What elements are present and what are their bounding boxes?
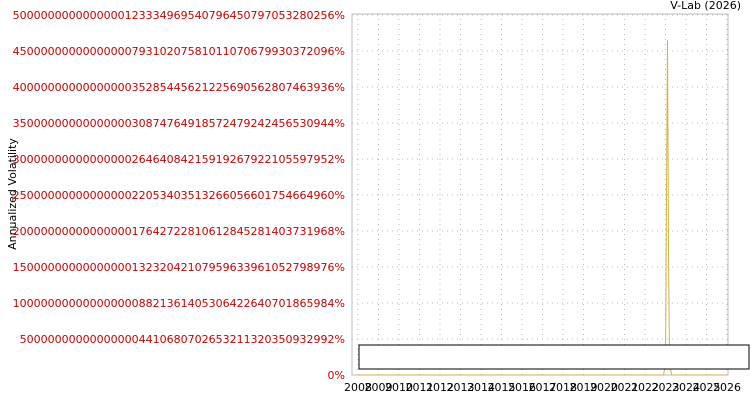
x-tick-labels: 2008200920102011201220132014201520162017… (344, 381, 741, 394)
x-tick-label: 2011 (406, 381, 434, 394)
y-tick-label: 1500000000000000013232042107959633961052… (13, 261, 345, 274)
y-tick-label: 4500000000000000079310207581011070679930… (13, 45, 345, 58)
x-tick-label: 2017 (529, 381, 557, 394)
x-tick-label: 2020 (590, 381, 618, 394)
y-tick-label: 2500000000000000022053403513266056601754… (13, 189, 345, 202)
y-axis-label: Annualized Volatility (6, 138, 19, 250)
y-tick-labels: 5000000000000000123334969540796450797053… (13, 9, 345, 382)
x-tick-label: 2016 (508, 381, 536, 394)
y-tick-label: 3500000000000000030874764918572479242456… (13, 117, 345, 130)
grid-lines (352, 14, 728, 376)
x-tick-label: 2013 (447, 381, 475, 394)
legend-box (358, 344, 750, 370)
x-tick-label: 2015 (488, 381, 516, 394)
x-tick-label: 2023 (652, 381, 680, 394)
y-tick-label: 3000000000000000026464084215919267922105… (13, 153, 345, 166)
x-tick-label: 2010 (385, 381, 413, 394)
x-tick-label: 2008 (344, 381, 372, 394)
series-line (358, 40, 727, 376)
y-tick-label: 2000000000000000017642722810612845281403… (13, 225, 345, 238)
x-tick-label: 2012 (426, 381, 454, 394)
source-label: V-Lab (2026) (670, 0, 741, 12)
y-tick-label: 0% (328, 369, 345, 382)
x-tick-label: 2014 (467, 381, 495, 394)
y-tick-label: 4000000000000000035285445621225690562807… (13, 81, 345, 94)
plot-frame (351, 13, 729, 376)
x-tick-label: 2009 (365, 381, 393, 394)
x-tick-label: 2022 (631, 381, 659, 394)
y-tick-label: 1000000000000000008821361405306422640701… (13, 297, 345, 310)
x-tick-label: 2018 (549, 381, 577, 394)
x-tick-label: 2019 (570, 381, 598, 394)
y-tick-label: 5000000000000000044106807026532113203509… (20, 333, 345, 346)
x-tick-label: 2026 (713, 381, 741, 394)
y-tick-label: 5000000000000000123334969540796450797053… (13, 9, 345, 22)
x-tick-label: 2021 (611, 381, 639, 394)
x-tick-label: 2024 (672, 381, 700, 394)
x-tick-label: 2025 (693, 381, 721, 394)
